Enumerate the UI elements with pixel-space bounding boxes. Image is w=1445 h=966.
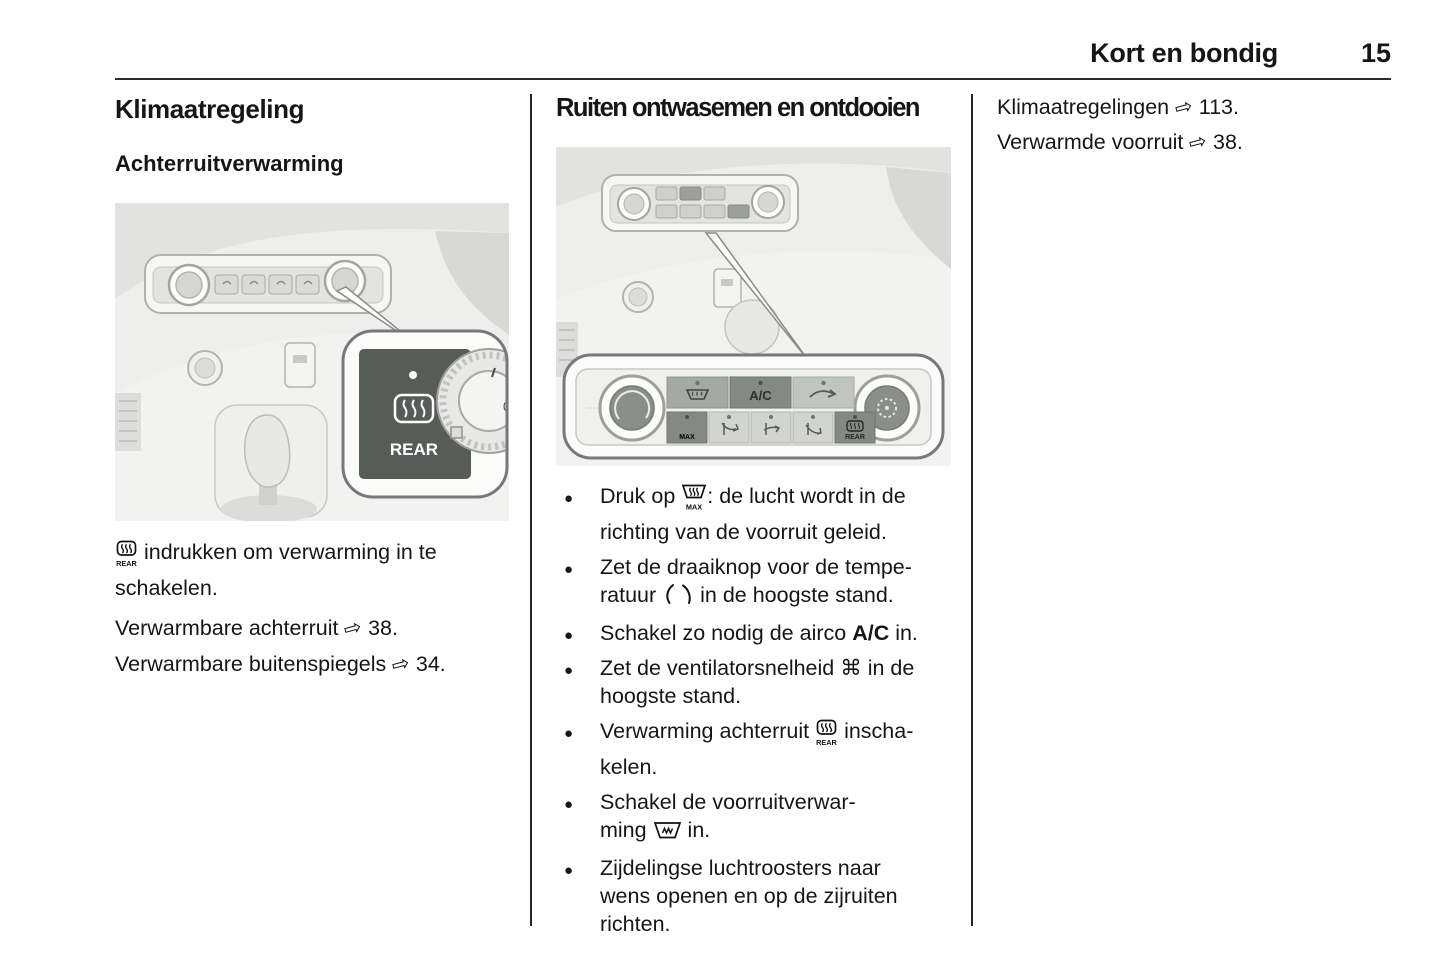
fan-icon: ⌘ <box>840 656 862 680</box>
callout-border <box>341 329 509 499</box>
column-demisting: Ruiten ontwasemen en ontdooien <box>556 88 953 945</box>
button-air-upper <box>708 411 750 444</box>
ac-button-label: A/C <box>749 388 772 403</box>
column-divider <box>971 94 973 926</box>
gear-shifter <box>214 404 328 521</box>
windshield-pillar <box>886 167 951 269</box>
ac-label: A/C <box>852 621 890 645</box>
instruction-item: Zijdelingse luchtroosters naar wens open… <box>556 854 953 938</box>
svg-text:REAR: REAR <box>116 559 137 568</box>
page-reference: Klimaatregelingen ⇨ 113. <box>997 90 1390 125</box>
windshield-pillar <box>435 231 509 335</box>
climate-panel-callout: A/C MAX <box>562 353 945 460</box>
button-recirculation <box>792 376 855 409</box>
page-reference: Verwarmde voorruit ⇨ 38. <box>997 125 1390 160</box>
rear-button-label: REAR <box>390 440 438 459</box>
temperature-knob-large <box>598 374 666 442</box>
instruction-item: Schakel de voorruitverwar- ming in. <box>556 788 953 847</box>
instruction-item: Zet de draaiknop voor de tempe- ratuur i… <box>556 553 953 612</box>
button-ac: A/C <box>729 376 792 409</box>
climate-control-strip <box>144 254 392 314</box>
max-defrost-icon: MAX <box>681 484 707 518</box>
instruction-item: Verwarming achterruit REAR inscha- kelen… <box>556 717 953 781</box>
instruction-item: Zet de ventilatorsnelheid ⌘ in de hoogst… <box>556 654 953 710</box>
callout-pointer <box>704 232 809 361</box>
panel-buttons <box>214 274 320 295</box>
temperature-dial-arcs-icon <box>662 583 694 612</box>
max-button-label: MAX <box>679 434 695 441</box>
heated-windshield-icon <box>653 819 682 847</box>
climate-control-strip <box>601 174 799 232</box>
side-trim <box>115 393 141 451</box>
rear-window-heating-icon: REAR <box>115 540 138 574</box>
section-title: Klimaatregeling <box>115 94 305 124</box>
page-number: 15 <box>1360 38 1391 68</box>
rear-button-label: REAR <box>845 434 865 441</box>
button-air-middle <box>750 411 792 444</box>
rear-window-heating-icon: REAR <box>815 719 838 753</box>
instruction-rear-heating: REAR indrukken om verwarming in te schak… <box>115 540 437 600</box>
dashboard-top <box>556 147 951 207</box>
svg-text:REAR: REAR <box>816 738 837 747</box>
fan-dial: 0 <box>436 348 509 454</box>
dashboard-top <box>115 203 509 299</box>
figure-console-rear-heating: REAR 0 <box>115 203 509 521</box>
svg-text:MAX: MAX <box>686 503 702 512</box>
instruction-item: Druk op MAX: de lucht wordt in de richti… <box>556 482 953 546</box>
instruction-list: Druk op MAX: de lucht wordt in de richti… <box>556 482 953 938</box>
chapter-title: Kort en bondig <box>1090 38 1278 68</box>
panel-buttons <box>655 186 750 219</box>
usb-port <box>713 268 742 308</box>
button-rear-heating: REAR <box>834 411 876 444</box>
button-air-lower <box>792 411 834 444</box>
column-divider <box>530 94 532 926</box>
button-max-defrost: MAX <box>666 411 708 444</box>
page-header: Kort en bondig 15 <box>115 38 1391 80</box>
column-references: Klimaatregelingen ⇨ 113. Verwarmde voorr… <box>997 88 1390 160</box>
dial-zero-label: 0 <box>503 399 509 414</box>
figure-climate-panel-callout: A/C MAX <box>556 147 951 466</box>
rear-window-heating-icon <box>393 393 435 424</box>
rear-button-callout: REAR 0 <box>343 331 509 497</box>
column-climate-control: Klimaatregeling Achterruitverwarming <box>115 88 510 679</box>
section-title: Ruiten ontwasemen en ontdooien <box>556 94 921 122</box>
button-windshield-demist <box>666 376 729 409</box>
instruction-item: Schakel zo nodig de airco A/C in. <box>556 619 953 650</box>
usb-port <box>284 342 316 388</box>
led-indicator <box>409 371 417 379</box>
page-reference: Verwarmbare buitenspiegels ⇨ 34. <box>115 650 510 679</box>
subsection-title: Achterruitverwarming <box>115 151 344 176</box>
page-reference: Verwarmbare achterruit ⇨ 38. <box>115 614 510 643</box>
